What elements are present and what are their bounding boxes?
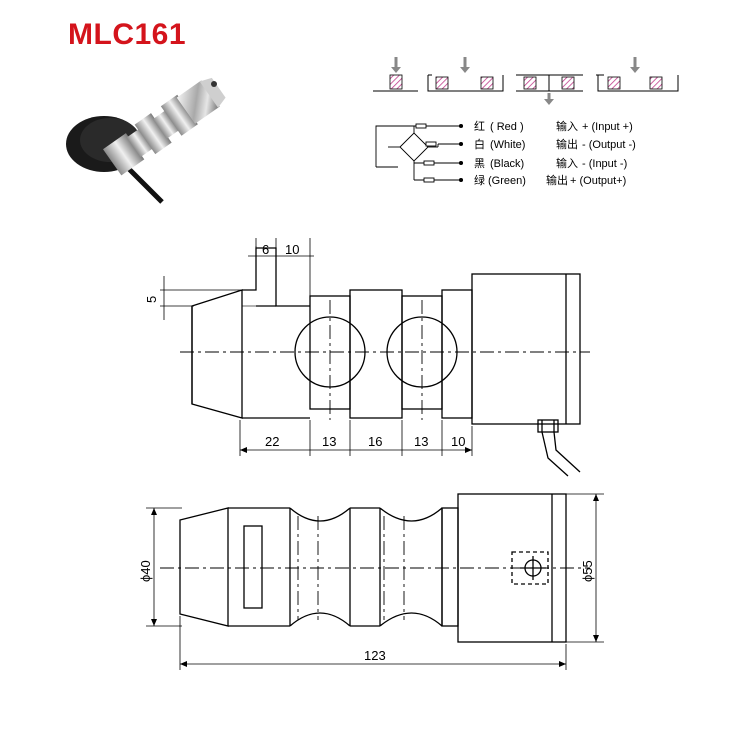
wire-func-cn: 输入	[556, 156, 578, 170]
svg-text:白(White): 白 (White)	[474, 137, 525, 151]
wire-func-en: + (Output+)	[570, 175, 626, 187]
loading-mode-4	[596, 57, 679, 92]
front-view	[191, 247, 581, 477]
front-dimensions	[160, 238, 473, 456]
front-centerlines	[180, 300, 590, 420]
wheatstone-bridge	[375, 123, 464, 183]
wire-func-en: - (Output -)	[582, 139, 636, 151]
dim-diameter-55: ϕ55	[580, 560, 595, 582]
svg-text:输出+ (Output+): 输出+ (Output+)	[546, 173, 626, 187]
product-title: MLC161	[68, 18, 187, 51]
dim-total-length: 123	[364, 648, 386, 663]
svg-text:输入+ (Input +): 输入 + (Input +)	[556, 119, 633, 133]
wire-color-cn: 白	[474, 137, 485, 151]
svg-text:输入- (Input -): 输入 - (Input -)	[556, 156, 627, 170]
top-dimensions	[146, 493, 604, 670]
svg-text:黑(Black): 黑 (Black)	[474, 157, 524, 170]
wire-func-cn: 输出	[546, 173, 568, 187]
wire-color-cn: 黑	[474, 157, 485, 170]
dim-notch-width: 6	[262, 242, 269, 257]
wiring-diagram: 红 ( Red ) 输入 + (Input +) 白 (White) 输出 - (Out…	[373, 57, 679, 187]
wire-color-cn: 绿	[474, 173, 485, 187]
loading-mode-2	[427, 57, 504, 92]
dim-notch-depth: 5	[144, 296, 159, 303]
svg-text:红( Red ): 红 ( Red )	[474, 120, 524, 133]
loading-mode-3	[516, 74, 583, 105]
wire-color-en: (Green)	[488, 175, 526, 187]
wire-func-en: - (Input -)	[582, 158, 627, 170]
dim-seg-16: 16	[368, 434, 382, 449]
dim-seg-10: 10	[451, 434, 465, 449]
wire-func-cn: 输出	[556, 137, 578, 151]
wire-func-cn: 输入	[556, 119, 578, 133]
wire-func-en: + (Input +)	[582, 121, 633, 133]
dim-diameter-40: ϕ40	[138, 560, 153, 582]
loading-mode-1	[373, 57, 418, 92]
product-photo	[66, 77, 226, 204]
dim-seg-13a: 13	[322, 434, 336, 449]
dim-notch-offset: 10	[285, 242, 299, 257]
wire-color-en: (Black)	[490, 158, 524, 170]
svg-text:绿(Green): 绿(Green)	[474, 173, 526, 187]
svg-text:输出- (Output -): 输出 - (Output -)	[556, 137, 636, 151]
wire-color-en: ( Red )	[490, 121, 524, 133]
dim-seg-13b: 13	[414, 434, 428, 449]
wire-color-cn: 红	[474, 120, 485, 133]
dim-seg-22: 22	[265, 434, 279, 449]
wire-color-en: (White)	[490, 139, 525, 151]
top-centerlines	[160, 516, 590, 620]
